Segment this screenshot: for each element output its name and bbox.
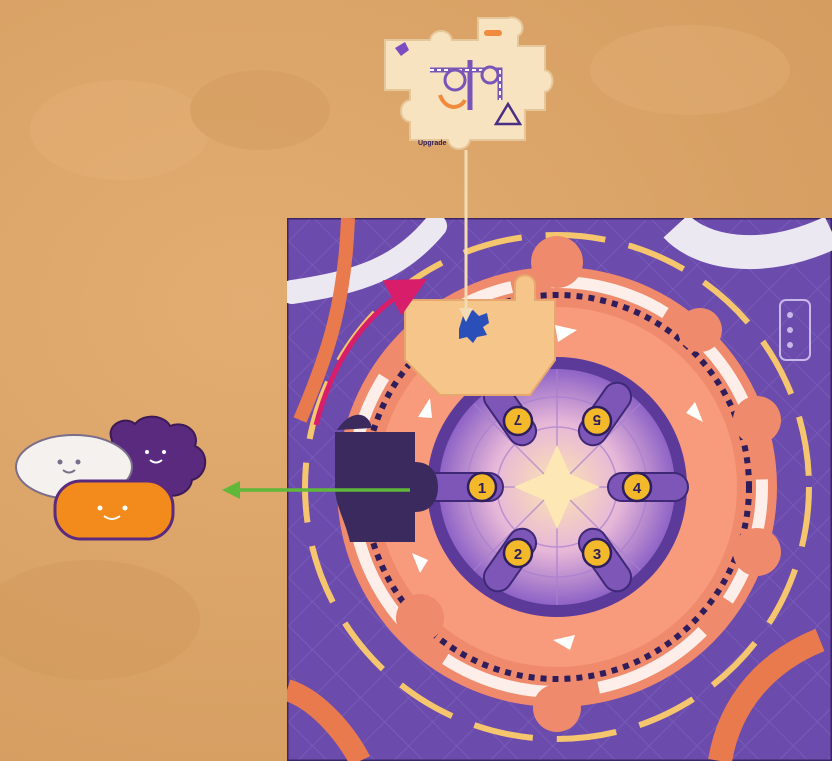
svg-text:3: 3: [593, 546, 601, 563]
tile-caption: Upgrade: [418, 140, 447, 147]
svg-text:7: 7: [514, 411, 522, 428]
slot-token-1[interactable]: 1: [468, 473, 496, 501]
svg-text:4: 4: [633, 480, 642, 497]
svg-text:1: 1: [478, 480, 486, 497]
svg-text:5: 5: [593, 411, 601, 428]
meeple-orange[interactable]: [55, 481, 173, 539]
slot-token-3[interactable]: 3: [583, 539, 611, 567]
slot-token-4[interactable]: 4: [623, 473, 651, 501]
tile-badge-icon: [484, 30, 502, 36]
upgrade-tile[interactable]: Upgrade: [385, 17, 553, 149]
slot-token-7[interactable]: 7: [504, 407, 532, 435]
slot-token-5[interactable]: 5: [583, 407, 611, 435]
svg-text:2: 2: [514, 546, 522, 563]
slot-token-2[interactable]: 2: [504, 539, 532, 567]
